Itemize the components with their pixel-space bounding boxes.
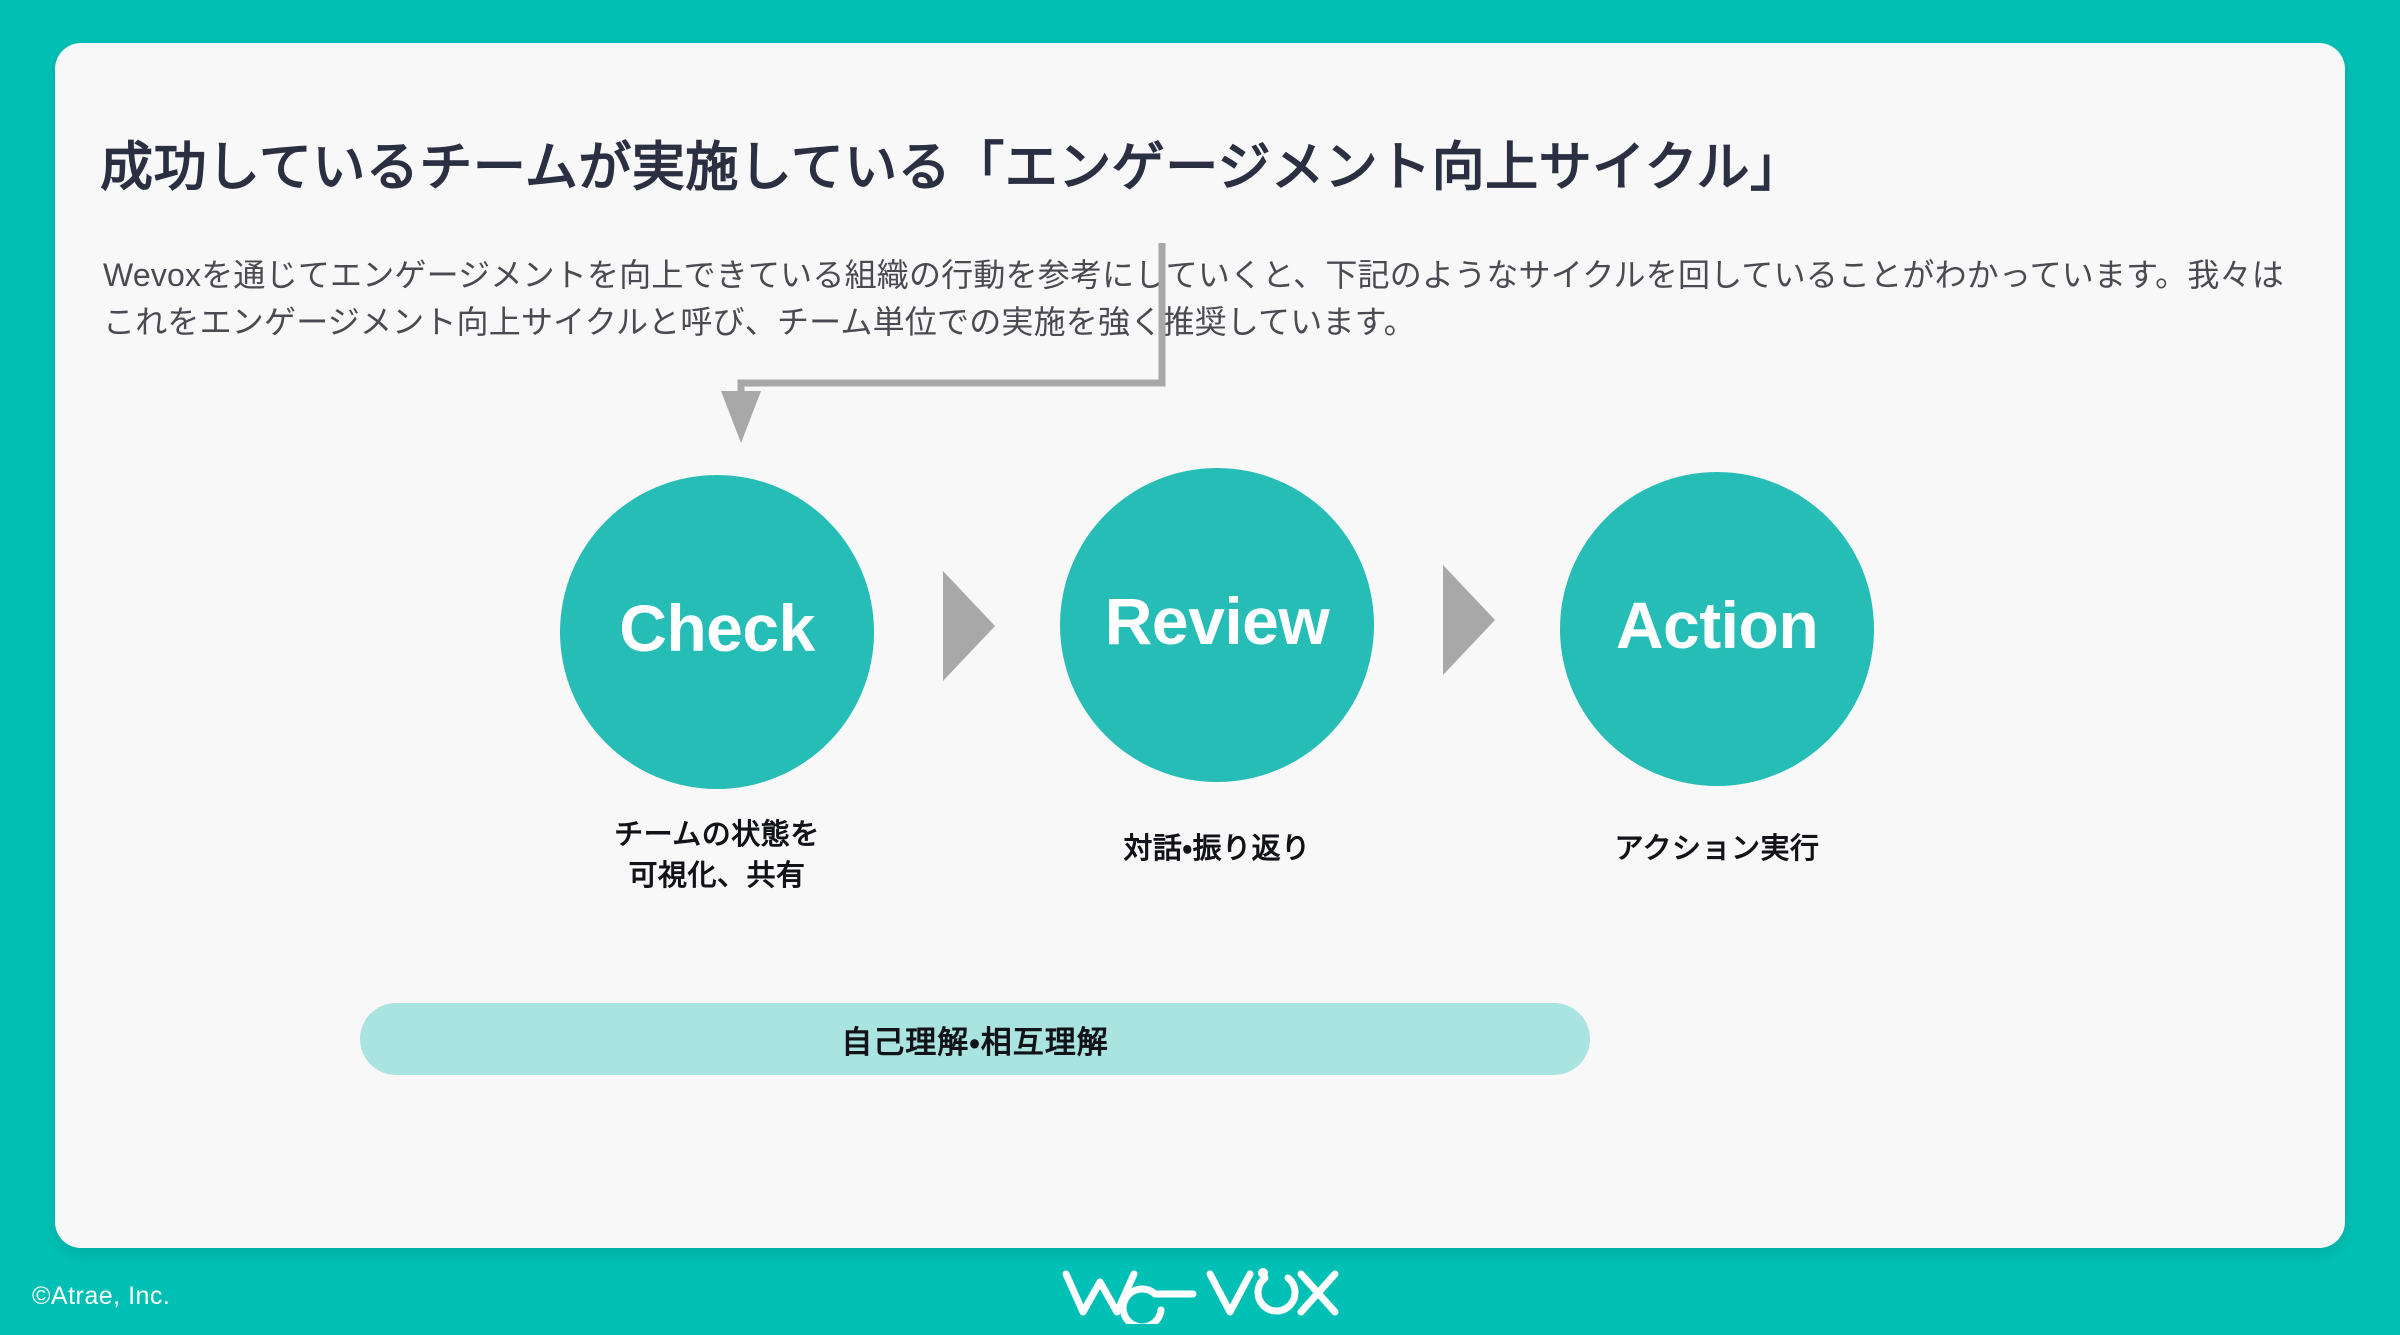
wevox-o-glyph xyxy=(1254,1268,1299,1315)
engagement-cycle-diagram: Check チームの状態を 可視化、共有 Review 対話・振り返り Acti… xyxy=(55,43,2345,1248)
wevox-logo xyxy=(0,1258,2400,1324)
page-title: 成功しているチームが実施している「エンゲージメント向上サイクル」 xyxy=(100,137,1804,197)
arrow-review-to-action xyxy=(1443,565,1495,675)
cycle-node-check-caption: チームの状態を 可視化、共有 xyxy=(614,819,820,893)
foundation-pill: 自己理解・相互理解 xyxy=(360,1003,1590,1075)
arrow-check-to-review xyxy=(943,571,995,681)
cycle-node-action-caption: アクション実行 xyxy=(1614,833,1820,865)
cycle-node-action-label: Action xyxy=(1615,588,1819,662)
slide-description: Wevoxを通じてエンゲージメントを向上できている組織の行動を参考にしていくと、… xyxy=(103,257,2284,341)
slide-card: 成功しているチームが実施している「エンゲージメント向上サイクル」 Wevoxを通… xyxy=(55,43,2345,1248)
cycle-node-review-caption: 対話・振り返り xyxy=(1123,833,1311,865)
diagram-connectors xyxy=(721,243,1495,681)
cycle-node-check-label: Check xyxy=(619,591,815,665)
cycle-node-review[interactable]: Review xyxy=(1060,468,1374,782)
copyright-text: ©Atrae, Inc. xyxy=(32,1282,171,1310)
foundation-pill-label: 自己理解・相互理解 xyxy=(841,1024,1109,1060)
cycle-node-review-label: Review xyxy=(1104,584,1330,658)
cycle-node-check[interactable]: Check xyxy=(560,475,874,789)
wevox-wordmark-icon xyxy=(1062,1268,1339,1324)
cycle-node-action[interactable]: Action xyxy=(1560,472,1874,786)
